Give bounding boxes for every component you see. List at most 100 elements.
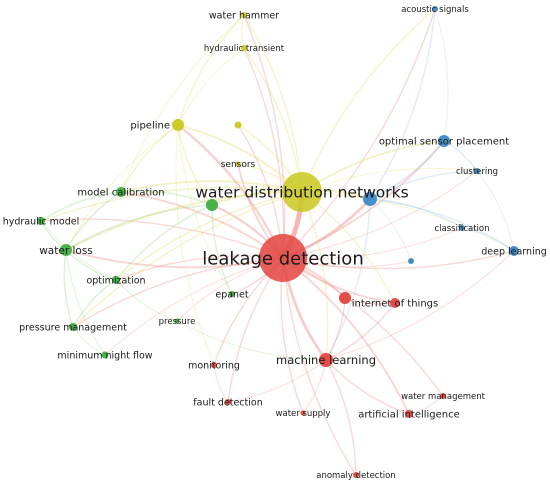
link-blue-hub-clustering bbox=[369, 170, 478, 200]
link-leakage-detection-pressure-management bbox=[72, 257, 284, 328]
node-water-loss[interactable] bbox=[60, 244, 72, 256]
node-sensors[interactable] bbox=[235, 161, 241, 167]
node-pressure[interactable] bbox=[174, 318, 180, 324]
link-leakage-detection-water-hammer bbox=[243, 14, 286, 259]
link-machine-learning-anomaly-detection bbox=[325, 359, 357, 476]
link-leakage-detection-optimal-sensor-placement bbox=[282, 140, 445, 259]
label-artificial-intelligence[interactable]: artificial intelligence bbox=[358, 410, 460, 421]
link-leakage-detection-acoustic-signals bbox=[282, 8, 436, 259]
label-fault-detection[interactable]: fault detection bbox=[193, 397, 262, 408]
node-acoustic-signals[interactable] bbox=[432, 6, 438, 12]
node-model-calibration[interactable] bbox=[116, 187, 126, 197]
link-optimal-sensor-placement-acoustic-signals bbox=[434, 8, 449, 142]
link-water-distribution-networks-water-loss bbox=[65, 191, 303, 251]
node-optimal-sensor-placement[interactable] bbox=[438, 135, 450, 147]
node-hydraulic-model[interactable] bbox=[37, 217, 45, 225]
link-leakage-detection-water-loss bbox=[65, 249, 284, 269]
node-yellow-unlabeled[interactable] bbox=[234, 121, 242, 129]
node-red-node-a[interactable] bbox=[339, 292, 351, 304]
link-water-distribution-networks-pressure-management bbox=[72, 191, 303, 328]
link-pipeline-monitoring bbox=[175, 124, 215, 366]
label-water-distribution-networks[interactable]: water distribution networks bbox=[195, 184, 408, 202]
label-deep-learning[interactable]: deep learning bbox=[481, 246, 547, 257]
label-clustering[interactable]: clustering bbox=[456, 167, 498, 177]
link-water-distribution-networks-hydraulic-model bbox=[40, 186, 303, 222]
node-deep-learning[interactable] bbox=[509, 246, 519, 256]
node-pipeline[interactable] bbox=[172, 119, 184, 131]
node-monitoring[interactable] bbox=[211, 362, 217, 368]
node-water-supply[interactable] bbox=[300, 410, 306, 416]
node-water-distribution-networks[interactable] bbox=[282, 172, 322, 212]
label-acoustic-signals[interactable]: acoustic signals bbox=[401, 5, 469, 15]
node-blue-unlabeled[interactable] bbox=[408, 258, 414, 264]
link-hydraulic-model-optimization bbox=[40, 220, 117, 281]
node-water-management[interactable] bbox=[440, 393, 446, 399]
node-optimization[interactable] bbox=[112, 276, 120, 284]
link-blue-hub-deep-learning bbox=[369, 198, 515, 252]
link-hydraulic-transient-pipeline bbox=[177, 47, 245, 126]
label-hydraulic-model[interactable]: hydraulic model bbox=[3, 216, 80, 227]
node-clustering[interactable] bbox=[474, 168, 480, 174]
link-water-loss-minimum-night-flow bbox=[65, 249, 106, 356]
label-leakage-detection[interactable]: leakage detection bbox=[202, 248, 363, 269]
label-anomaly-detection[interactable]: anomaly detection bbox=[316, 471, 396, 481]
link-pipeline-water-loss bbox=[65, 124, 179, 251]
node-epanet[interactable] bbox=[229, 291, 235, 297]
link-leakage-detection-artificial-intelligence bbox=[282, 257, 410, 415]
link-water-hammer-model-calibration bbox=[120, 14, 245, 193]
link-leakage-detection-hydraulic-transient bbox=[243, 47, 285, 259]
link-green-hub-optimization bbox=[115, 204, 213, 281]
node-machine-learning[interactable] bbox=[319, 353, 333, 367]
link-water-distribution-networks-model-calibration bbox=[120, 180, 303, 193]
node-pressure-management[interactable] bbox=[69, 323, 77, 331]
link-pressure-machine-learning bbox=[176, 320, 327, 361]
label-epanet[interactable]: epanet bbox=[215, 289, 249, 300]
node-internet-of-things[interactable] bbox=[390, 298, 400, 308]
label-minimum-night-flow[interactable]: minimum night flow bbox=[57, 350, 152, 361]
label-monitoring[interactable]: monitoring bbox=[188, 360, 240, 371]
label-machine-learning[interactable]: machine learning bbox=[276, 353, 376, 367]
link-optimization-pressure-management bbox=[72, 279, 117, 328]
node-green-hub[interactable] bbox=[206, 199, 218, 211]
label-classification[interactable]: classification bbox=[435, 224, 490, 234]
node-hydraulic-transient[interactable] bbox=[241, 45, 247, 51]
label-internet-of-things[interactable]: internet of things bbox=[352, 299, 438, 310]
label-pressure-management[interactable]: pressure management bbox=[19, 322, 127, 333]
link-water-distribution-networks-deep-learning bbox=[301, 191, 515, 252]
link-blue-hub-machine-learning bbox=[325, 198, 371, 361]
link-pipeline-model-calibration bbox=[120, 124, 179, 193]
link-monitoring-fault-detection bbox=[213, 364, 229, 403]
label-water-loss[interactable]: water loss bbox=[39, 245, 93, 257]
link-machine-learning-fault-detection bbox=[227, 359, 327, 403]
label-model-calibration[interactable]: model calibration bbox=[77, 188, 164, 199]
label-optimization[interactable]: optimization bbox=[86, 275, 145, 286]
link-water-distribution-networks-optimization bbox=[115, 191, 303, 281]
link-pipeline-epanet bbox=[177, 124, 233, 295]
node-minimum-night-flow[interactable] bbox=[101, 351, 109, 359]
link-leakage-detection-water-management bbox=[282, 257, 444, 397]
label-pressure[interactable]: pressure bbox=[159, 317, 196, 327]
label-optimal-sensor-placement[interactable]: optimal sensor placement bbox=[379, 137, 509, 148]
link-water-hammer-pipeline bbox=[177, 14, 245, 126]
node-artificial-intelligence[interactable] bbox=[405, 410, 413, 418]
label-water-hammer[interactable]: water hammer bbox=[209, 10, 279, 21]
node-leakage-detection[interactable] bbox=[259, 234, 307, 282]
link-water-distribution-networks-water-hammer bbox=[243, 14, 303, 193]
label-pipeline[interactable]: pipeline bbox=[130, 121, 170, 132]
label-hydraulic-transient[interactable]: hydraulic transient bbox=[204, 44, 285, 54]
label-sensors[interactable]: sensors bbox=[221, 160, 256, 170]
link-water-loss-pressure-management bbox=[63, 249, 74, 328]
link-leakage-detection-clustering bbox=[282, 170, 478, 259]
node-classification[interactable] bbox=[459, 225, 465, 231]
node-blue-hub[interactable] bbox=[363, 192, 377, 206]
node-water-hammer[interactable] bbox=[241, 12, 247, 18]
label-water-management[interactable]: water management bbox=[401, 392, 486, 402]
labels-layer: leakage detection water distribution netw… bbox=[3, 5, 547, 481]
link-water-distribution-networks-machine-learning bbox=[301, 191, 329, 361]
node-anomaly-detection[interactable] bbox=[353, 472, 359, 478]
node-fault-detection[interactable] bbox=[225, 399, 231, 405]
label-water-supply[interactable]: water supply bbox=[276, 409, 331, 419]
link-leakage-detection-hydraulic-model bbox=[40, 218, 284, 259]
link-pipeline-green-hub bbox=[177, 124, 213, 206]
